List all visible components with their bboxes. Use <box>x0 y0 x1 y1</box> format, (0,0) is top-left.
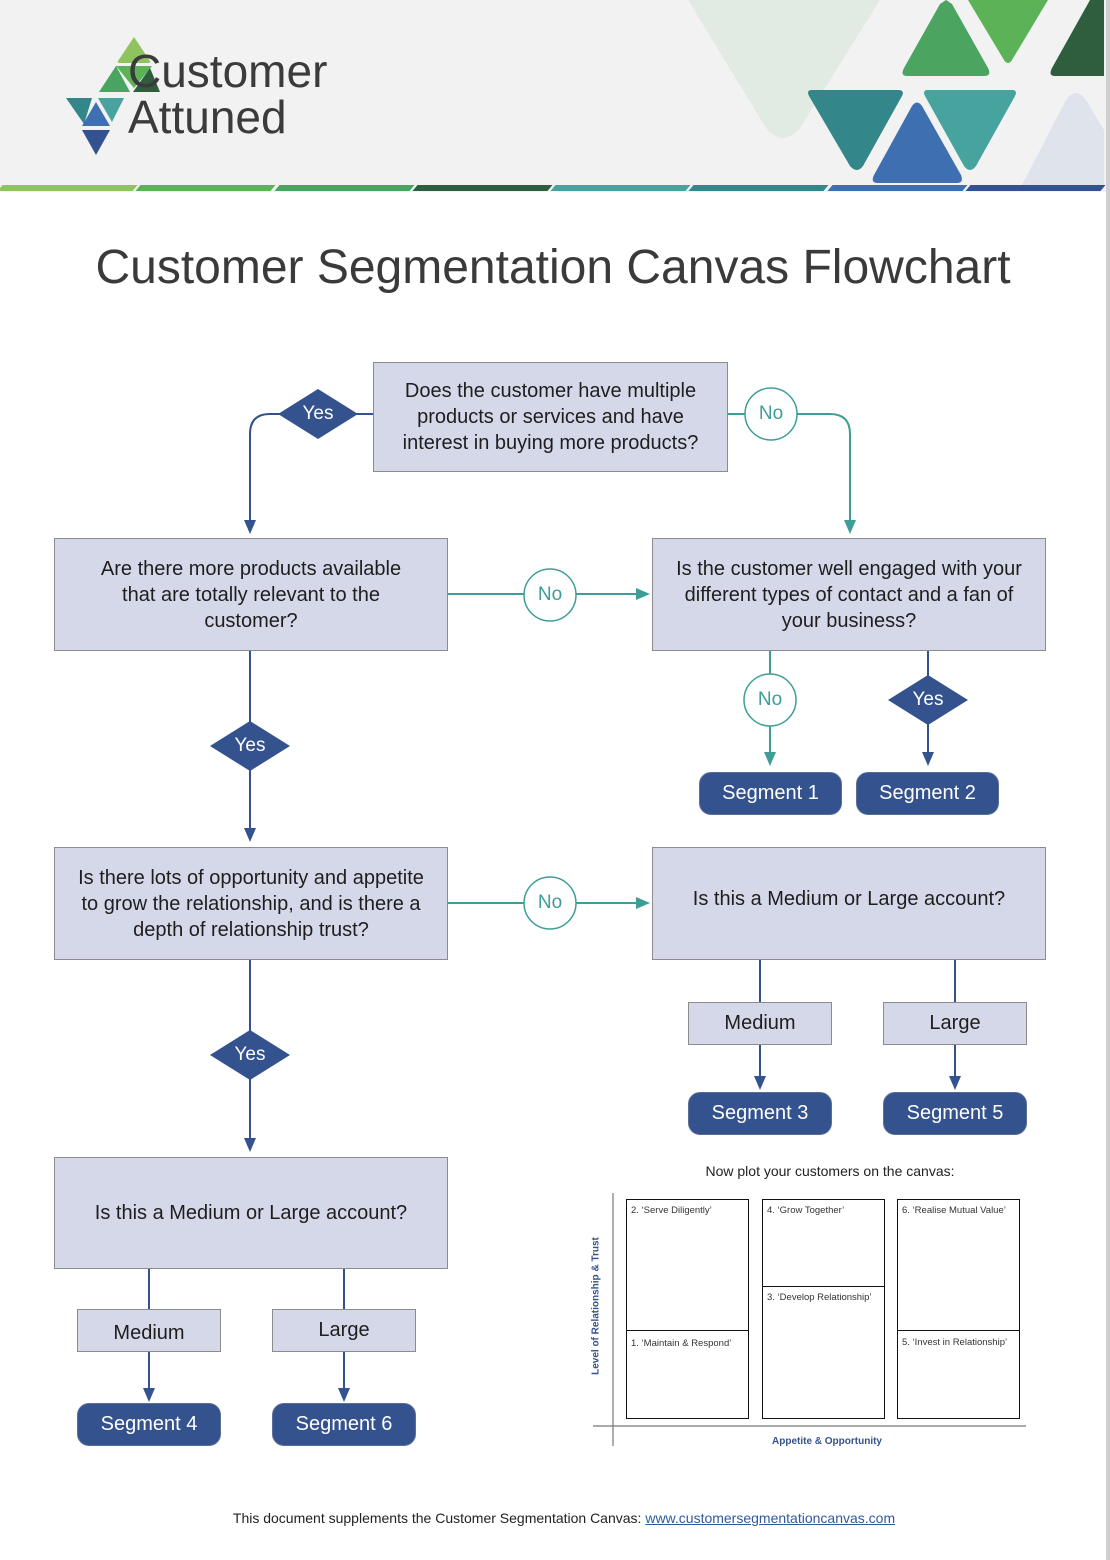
yes-diamond-q2 <box>210 721 290 771</box>
canvas-cell-invest-relationship[interactable]: 5. ‘Invest in Relationship’ <box>897 1330 1020 1419</box>
canvas-cell-serve-diligently[interactable]: 2. ‘Serve Diligently’ <box>626 1199 749 1331</box>
cell-label: 6. ‘Realise Mutual Value’ <box>902 1205 1006 1216</box>
canvas-cell-grow-together[interactable]: 4. ‘Grow Together’ <box>762 1199 885 1287</box>
connector-q1-no <box>727 413 851 528</box>
cell-label: 1. ‘Maintain & Respond’ <box>631 1338 732 1349</box>
segment-2-button[interactable]: Segment 2 <box>856 772 999 815</box>
canvas-intro-text: Now plot your customers on the canvas: <box>705 1163 955 1179</box>
no-label-q2: No <box>537 584 563 605</box>
segment-4-button[interactable]: Segment 4 <box>77 1403 221 1446</box>
no-label-q3: No <box>757 689 783 710</box>
no-circle-q4 <box>523 876 577 930</box>
question-account-size-left: Is this a Medium or Large account? <box>54 1157 448 1269</box>
canvas-x-axis-label: Appetite & Opportunity <box>772 1436 882 1447</box>
no-circle-q1 <box>744 387 798 441</box>
canvas-cell-develop-relationship[interactable]: 3. ‘Develop Relationship’ <box>762 1286 885 1419</box>
triangle-lightgreen-icon <box>968 0 1048 63</box>
footer-link[interactable]: www.customersegmentationcanvas.com <box>645 1510 896 1526</box>
triangle-darkgreen-icon <box>1050 0 1104 76</box>
question-opportunity-trust: Is there lots of opportunity and appetit… <box>54 847 448 960</box>
footer: This document supplements the Customer S… <box>0 1510 1110 1526</box>
triangle-blue-icon <box>872 102 962 183</box>
question-multiple-products: Does the customer have multiple products… <box>373 362 728 472</box>
option-large-right: Large <box>883 1002 1027 1045</box>
yes-label-q3: Yes <box>912 689 944 710</box>
connector-q1-yes <box>249 413 373 528</box>
option-medium-right: Medium <box>688 1002 832 1045</box>
yes-label-q1: Yes <box>302 403 334 424</box>
no-circle-q2 <box>523 568 577 622</box>
footer-text: This document supplements the Customer S… <box>232 1510 646 1526</box>
cell-label: 3. ‘Develop Relationship’ <box>767 1292 872 1303</box>
yes-diamond-q3 <box>888 675 968 725</box>
page-header: Customer Attuned <box>0 0 1110 192</box>
logo-icon <box>66 37 160 155</box>
brand-line-2: Attuned <box>128 91 287 143</box>
cell-label: 2. ‘Serve Diligently’ <box>631 1205 712 1216</box>
canvas-y-axis-label: Level of Relationship & Trust <box>590 1237 602 1375</box>
segment-6-button[interactable]: Segment 6 <box>272 1403 416 1446</box>
bg-triangle-blue-icon <box>1022 93 1104 185</box>
page-title: Customer Segmentation Canvas Flowchart <box>95 241 1011 294</box>
no-label-q4: No <box>537 892 563 913</box>
triangle-green-icon <box>902 0 990 76</box>
option-medium-left: Medium <box>77 1309 221 1352</box>
yes-label-q2: Yes <box>234 735 266 756</box>
canvas-cell-realise-mutual-value[interactable]: 6. ‘Realise Mutual Value’ <box>897 1199 1020 1331</box>
cell-label: 4. ‘Grow Together’ <box>767 1205 845 1216</box>
cell-label: 5. ‘Invest in Relationship’ <box>902 1337 1008 1348</box>
no-circle-q3 <box>743 673 797 727</box>
triangle-teal-icon <box>808 90 903 170</box>
question-more-products: Are there more products available that a… <box>54 538 448 651</box>
yes-label-q4: Yes <box>234 1044 266 1065</box>
question-well-engaged: Is the customer well engaged with your d… <box>652 538 1046 651</box>
question-account-size-right: Is this a Medium or Large account? <box>652 847 1046 960</box>
segment-1-button[interactable]: Segment 1 <box>699 772 842 815</box>
canvas-cell-maintain-respond[interactable]: 1. ‘Maintain & Respond’ <box>626 1330 749 1419</box>
triangle-lightteal-icon <box>924 90 1016 170</box>
header-graphics <box>66 0 1104 185</box>
brand-name: Customer Attuned <box>128 48 327 140</box>
page-edge <box>1106 0 1110 1560</box>
brand-line-1: Customer <box>128 45 328 97</box>
no-label-q1: No <box>758 403 784 424</box>
segment-3-button[interactable]: Segment 3 <box>688 1092 832 1135</box>
option-large-left: Large <box>272 1309 416 1352</box>
yes-diamond-q4 <box>210 1030 290 1080</box>
yes-diamond-q1 <box>278 389 358 439</box>
bg-triangle-green-icon <box>688 0 880 138</box>
segment-5-button[interactable]: Segment 5 <box>883 1092 1027 1135</box>
